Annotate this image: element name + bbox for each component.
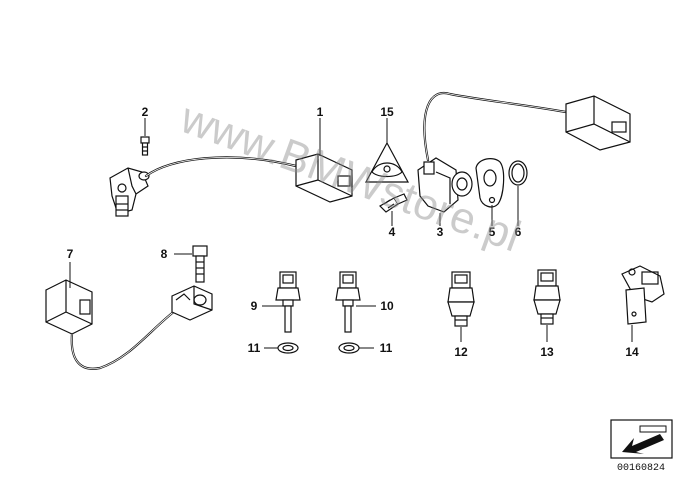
watermark: www.BMWstore.pl — [174, 93, 527, 261]
part-11-seal-ring-right[interactable] — [338, 342, 360, 354]
diagram-reference-box: 00160824 — [610, 419, 673, 474]
callout-1: 1 — [317, 105, 324, 119]
part-15-warning-label[interactable] — [364, 141, 410, 183]
part-5-gasket[interactable] — [475, 158, 505, 208]
callout-12: 12 — [454, 345, 468, 359]
part-4-bolt[interactable] — [379, 193, 408, 213]
callout-15: 15 — [380, 105, 394, 119]
part-12-oil-pressure-switch[interactable] — [447, 271, 475, 327]
callout-11-left: 11 — [248, 341, 261, 355]
part-1-sensor-cable[interactable] — [109, 153, 353, 217]
arrow-icon — [622, 425, 667, 454]
part-8-bolt[interactable] — [192, 245, 208, 283]
callout-11-right: 11 — [380, 341, 393, 355]
callout-7: 7 — [67, 247, 74, 261]
diagram-reference-number: 00160824 — [617, 463, 665, 474]
part-2-bolt[interactable] — [140, 136, 150, 156]
callout-9: 9 — [251, 299, 258, 313]
part-11-seal-ring-left[interactable] — [277, 342, 299, 354]
part-7-knock-sensor-cable[interactable] — [45, 279, 213, 370]
part-10-temperature-sensor[interactable] — [335, 271, 361, 333]
callout-13: 13 — [540, 345, 554, 359]
part-14-speed-sensor[interactable] — [621, 265, 665, 325]
callout-2: 2 — [142, 105, 149, 119]
part-13-oil-pressure-switch[interactable] — [533, 269, 561, 325]
callout-5: 5 — [489, 225, 496, 239]
callout-10: 10 — [380, 299, 394, 313]
callout-4: 4 — [389, 225, 396, 239]
part-6-o-ring[interactable] — [508, 160, 528, 186]
callout-6: 6 — [515, 225, 522, 239]
callout-3: 3 — [437, 225, 444, 239]
part-3-sensor-cable[interactable] — [417, 91, 631, 213]
part-9-temperature-sensor[interactable] — [275, 271, 301, 333]
callout-14: 14 — [625, 345, 639, 359]
callout-8: 8 — [161, 247, 168, 261]
